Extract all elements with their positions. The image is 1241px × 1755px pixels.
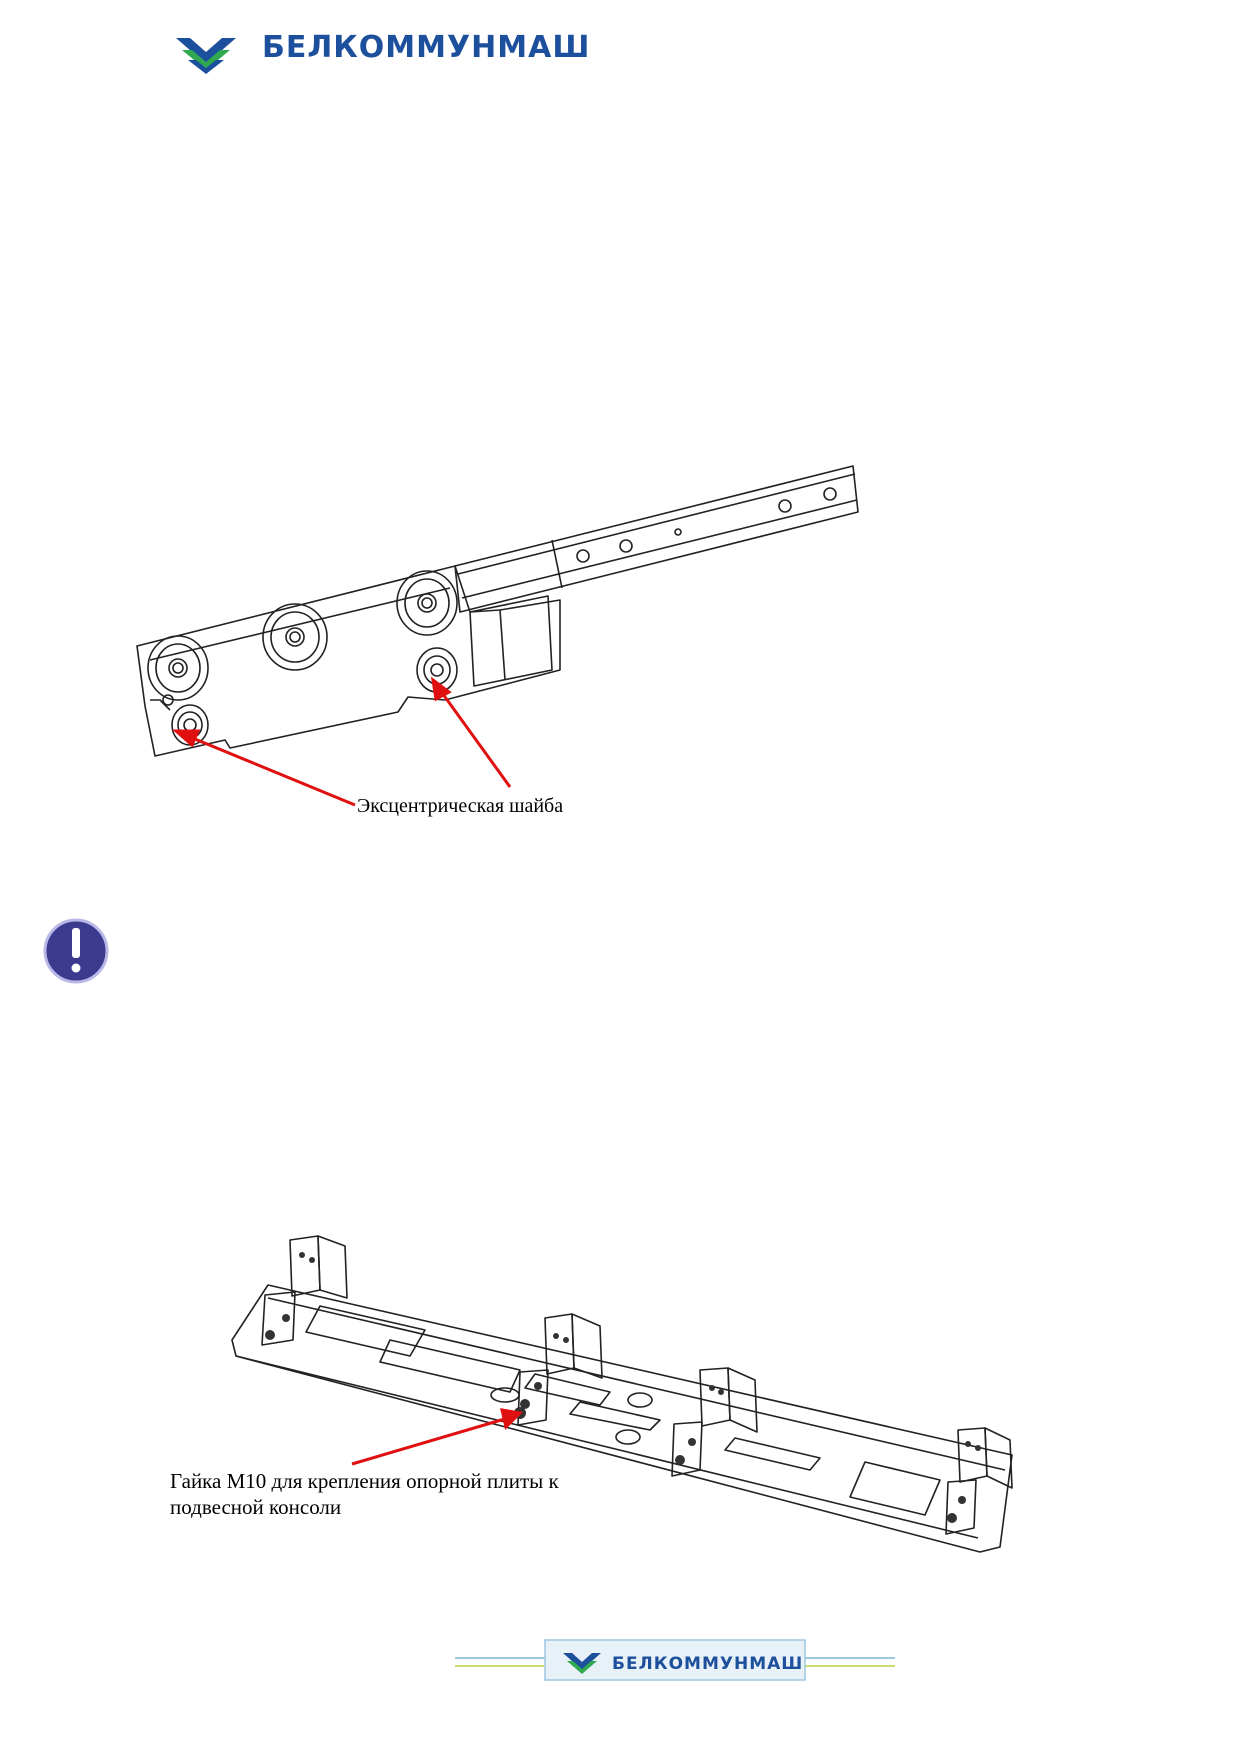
figure-1-caption: Эксцентрическая шайба — [357, 795, 564, 817]
header-brand-name: БЕЛКОММУНМАШ — [262, 30, 591, 65]
figure-2-caption: Гайка М10 для крепления опорной плиты к … — [170, 1469, 559, 1519]
footer-brand-name: БЕЛКОММУНМАШ — [612, 1654, 804, 1674]
